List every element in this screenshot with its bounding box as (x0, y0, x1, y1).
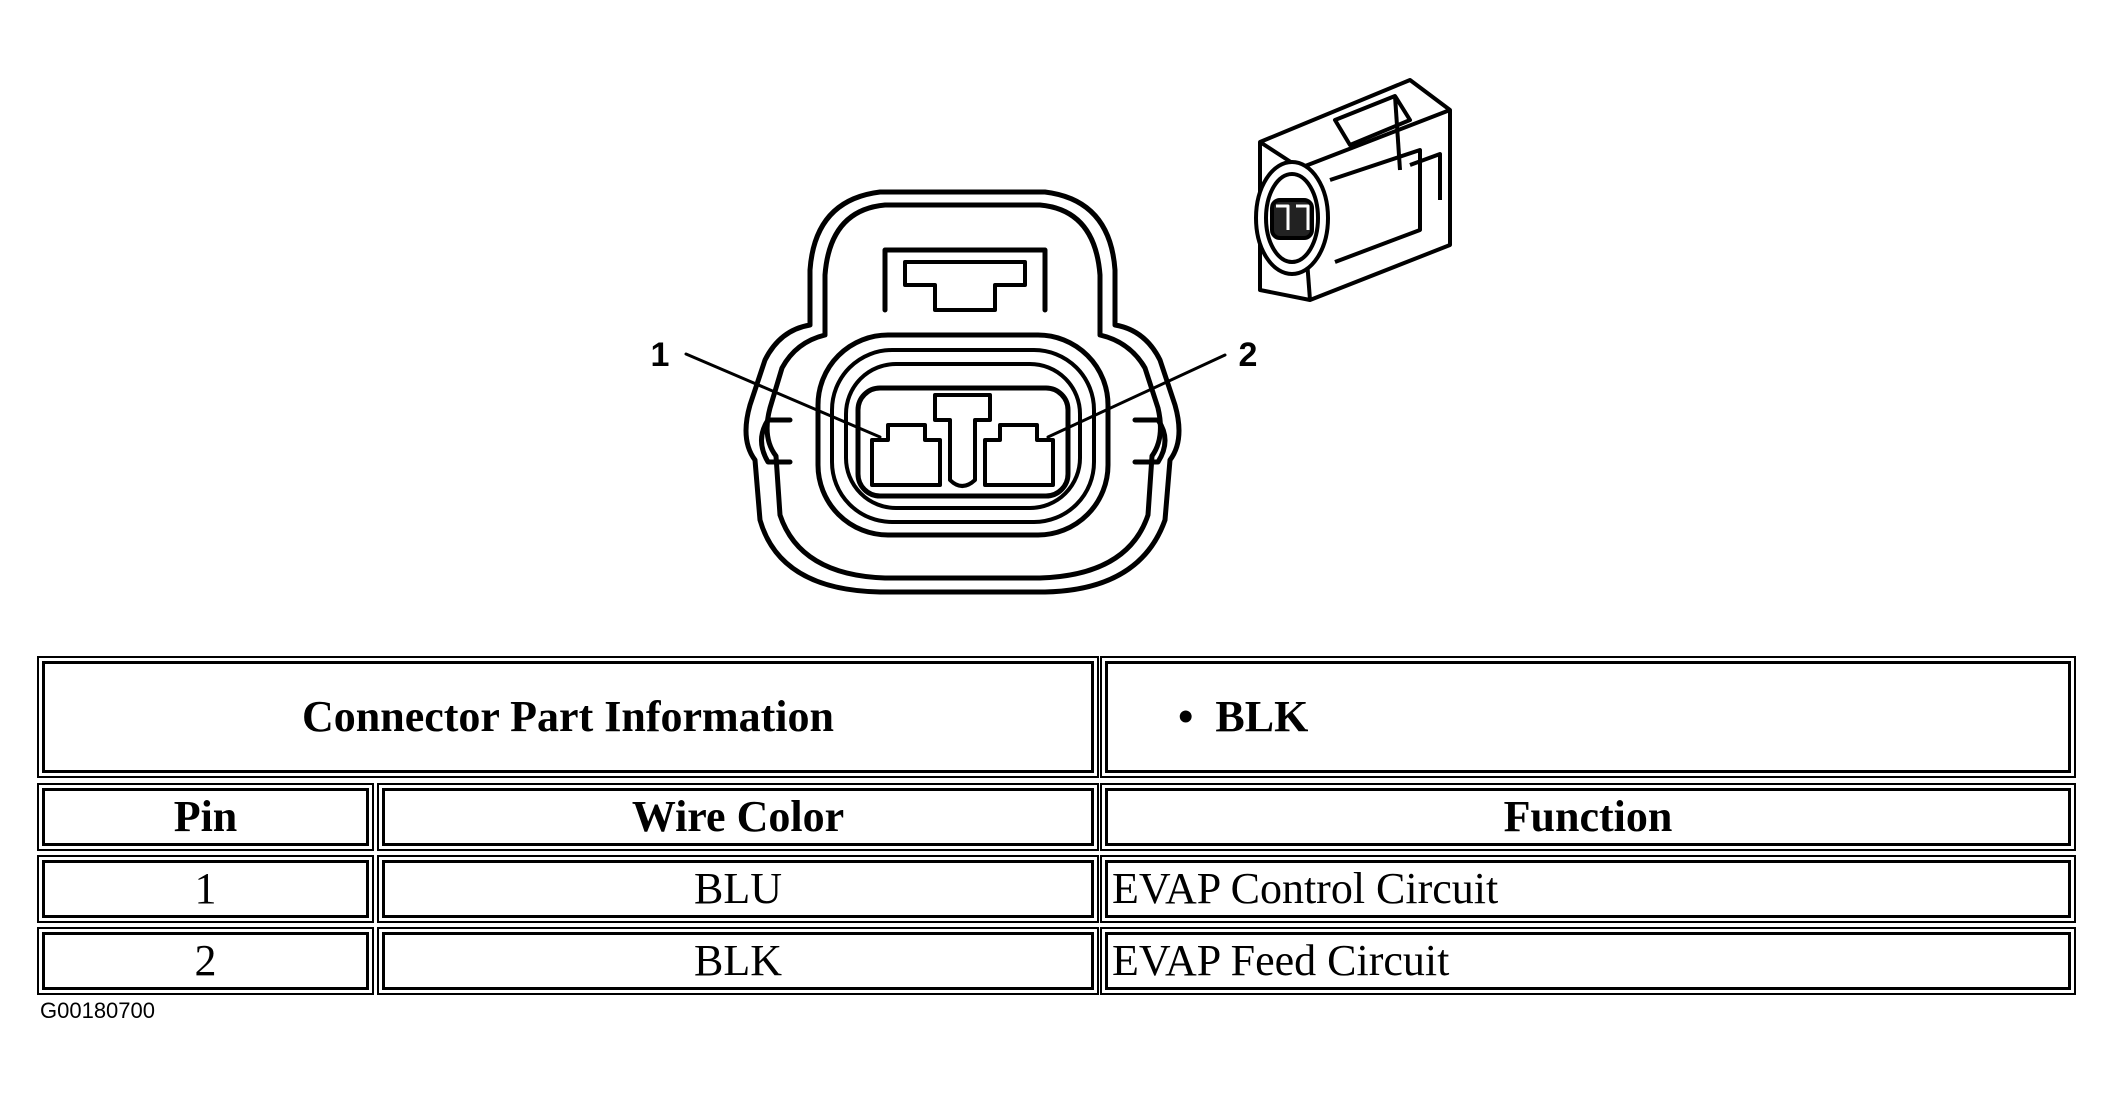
connector-lock-tab (882, 247, 1048, 313)
header-wire-color: Wire Color (631, 792, 845, 841)
row-2-pin: 2 (194, 936, 217, 985)
connector-lock-tab-inner (903, 260, 1027, 312)
part-info-value: BLK (1215, 692, 1309, 741)
connector-diagram: 1 2 (651, 78, 1452, 595)
part-info-label: Connector Part Information (302, 692, 834, 741)
pin-1-leader-line (684, 352, 882, 439)
header-pin: Pin (173, 792, 238, 841)
header-function-cell: Function (1100, 783, 2076, 851)
connector-inner-housing (764, 202, 1163, 581)
bullet-icon: • (1178, 692, 1194, 741)
row-1-function-cell: EVAP Control Circuit (1100, 855, 2076, 923)
pin-2-terminal (983, 423, 1055, 487)
terminal-cavity (855, 385, 1071, 499)
row-2-wire-color: BLK (694, 936, 782, 985)
header-wire-color-cell: Wire Color (377, 783, 1099, 851)
row-1-pin: 1 (194, 864, 217, 913)
row-1-pin-cell: 1 (37, 855, 374, 923)
figure-id: G00180700 (40, 998, 155, 1023)
pin-2-leader-line (1046, 353, 1227, 439)
row-2-function-cell: EVAP Feed Circuit (1100, 927, 2076, 995)
connector-center-key (933, 393, 992, 488)
header-function: Function (1503, 792, 1673, 841)
header-pin-cell: Pin (37, 783, 374, 851)
row-1-function: EVAP Control Circuit (1112, 864, 1499, 913)
part-info-bullet: • BLK (1178, 695, 1308, 739)
seal-ring-middle (830, 348, 1096, 524)
pin-1-terminal (870, 423, 942, 487)
connector-perspective-view (1254, 78, 1452, 302)
row-1-wire-color-cell: BLU (377, 855, 1099, 923)
connector-outer-housing (743, 189, 1182, 595)
row-1-wire-color: BLU (694, 864, 782, 913)
connector-right-ear (1132, 417, 1168, 465)
seal-ring-inner (844, 362, 1082, 510)
row-2-wire-color-cell: BLK (377, 927, 1099, 995)
connector-left-ear (759, 417, 793, 465)
pin-1-label: 1 (651, 336, 670, 374)
seal-ring-outer (815, 332, 1111, 538)
part-info-label-cell: Connector Part Information (37, 656, 1099, 778)
pin-2-label: 2 (1239, 336, 1258, 374)
row-2-pin-cell: 2 (37, 927, 374, 995)
row-2-function: EVAP Feed Circuit (1112, 936, 1450, 985)
part-info-value-cell: • BLK (1100, 656, 2076, 778)
